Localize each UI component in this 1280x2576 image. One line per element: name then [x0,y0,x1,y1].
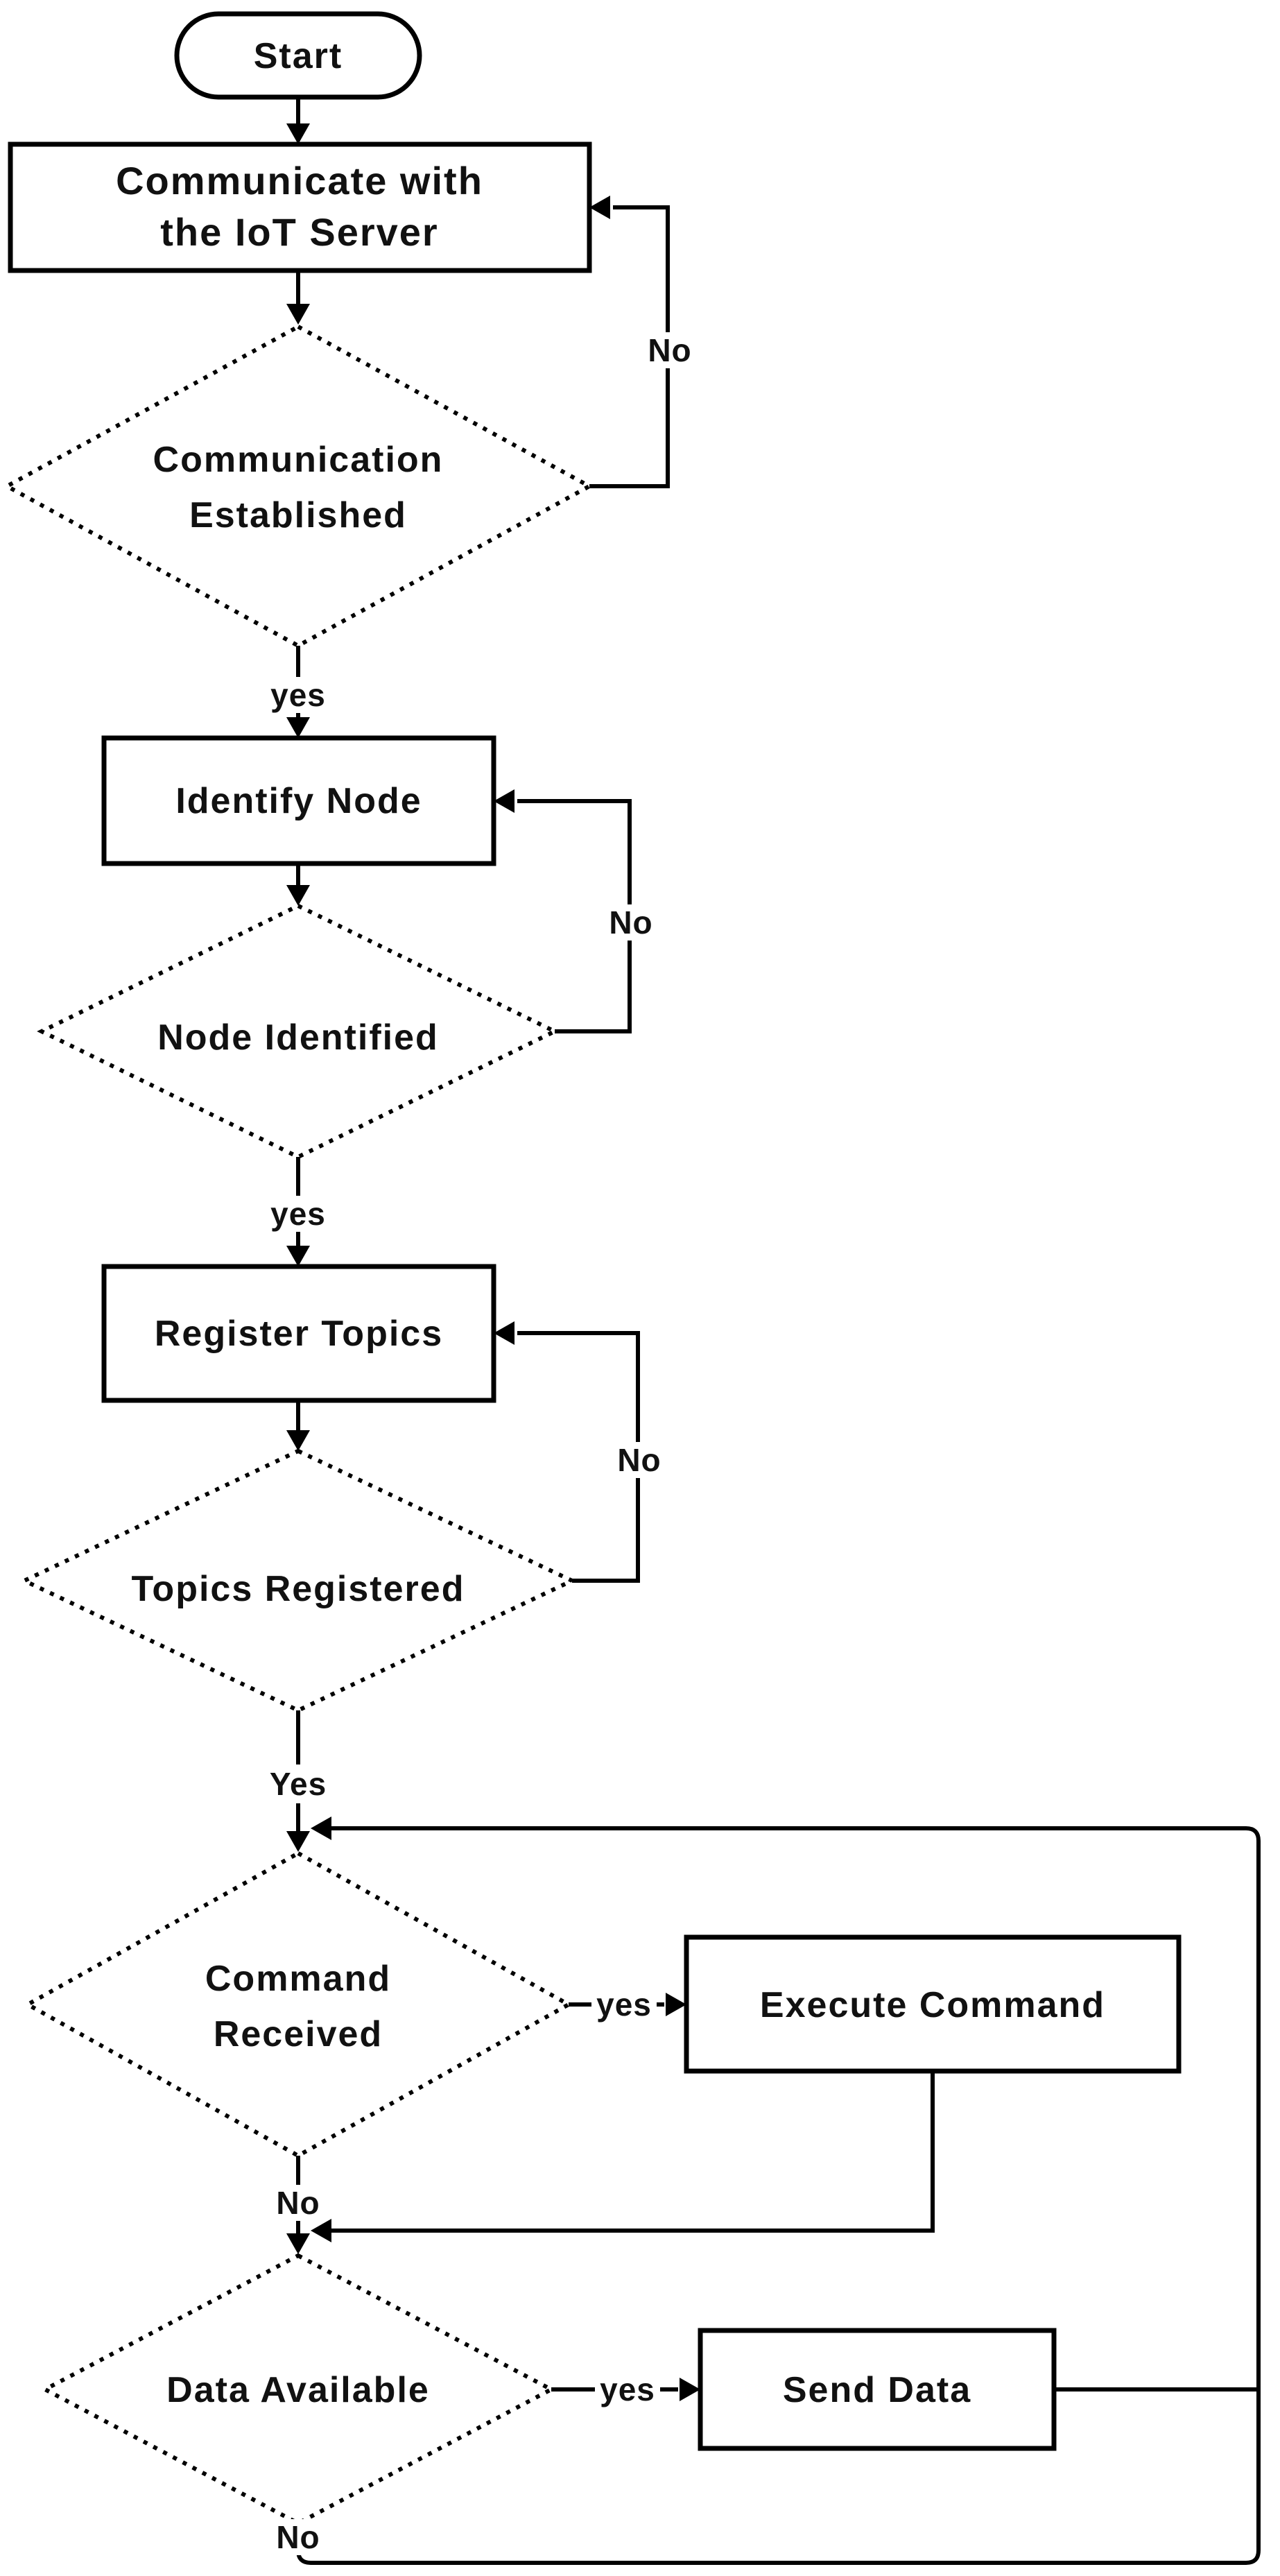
edge-label-comm-yes: yes [270,677,326,713]
arrow-into-register-icon [286,1246,310,1266]
arrow-into-send-data-icon [680,2378,700,2401]
data-available-label: Data Available [166,2370,430,2410]
topics-registered-label: Topics Registered [132,1569,465,1609]
comm-established-label-line1: Communication [153,440,444,480]
communicate-label-line2: the IoT Server [160,210,438,254]
decision-communication-established-shape [2,324,594,649]
arrow-loop-into-junction-icon [311,1817,331,1840]
process-register-topics-shape [101,1264,496,1403]
process-execute-command-shape [684,1934,1182,2074]
process-communicate-shape [8,141,592,273]
decision-data-available-shape [40,2253,556,2526]
edge-label-backgrounds [259,332,702,2555]
decision-node-identified-shape [37,903,560,1160]
arrow-into-data-decision-icon [286,2233,310,2254]
label-bg-comm-yes [262,677,334,713]
edge-label-node-no: No [609,904,652,941]
node-shapes [2,11,1182,2526]
execute-command-label: Execute Command [760,1985,1105,2025]
send-data-label: Send Data [783,2370,971,2410]
node-texts: Start Communicate with the IoT Server Co… [116,36,1105,2410]
node-identified-label: Node Identified [157,1017,439,1058]
arrow-into-identify-icon [286,717,310,738]
edge-label-node-yes: yes [270,1196,326,1232]
edge-main-return-loop [296,1826,1261,2565]
edge-label-data-no: No [276,2519,320,2555]
process-identify-node-shape [101,735,496,866]
command-received-label-line2: Received [214,2014,383,2054]
edge-label-data-yes: yes [600,2371,655,2407]
edge-label-command-yes: yes [596,1986,652,2023]
arrow-comm-no-into-rect-icon [589,196,610,219]
communicate-label-line1: Communicate with [116,159,483,203]
label-bg-data-yes [595,2371,660,2407]
edge-label-topics-no: No [617,1442,661,1478]
comm-established-label-line2: Established [189,495,407,535]
arrow-into-topics-decision-icon [286,1430,310,1451]
arrow-into-communicate-icon [286,123,310,144]
start-terminator-shape [174,11,422,100]
label-bg-node-yes [262,1196,334,1232]
label-bg-topics-no [607,1442,671,1478]
label-bg-node-no [599,904,663,941]
label-bg-topics-yes [259,1764,337,1803]
decision-topics-registered-shape [19,1448,578,1713]
edge-execute-return [331,2071,935,2233]
process-send-data-shape [698,2328,1057,2451]
arrow-into-command-decision-icon [286,1831,310,1852]
edge-label-topics-yes: Yes [270,1766,327,1802]
label-bg-comm-no [638,332,702,368]
arrow-node-no-into-rect-icon [494,789,514,813]
edge-labels: No yes No yes No Yes yes No yes No [270,332,691,2555]
decision-command-received-shape [23,1851,573,2158]
arrow-topics-no-into-rect-icon [494,1321,514,1345]
command-received-label-line1: Command [205,1959,391,1999]
arrow-into-comm-decision-icon [286,304,310,325]
arrow-into-node-decision-icon [286,885,310,906]
label-bg-command-no [269,2185,327,2221]
identify-node-label: Identify Node [175,781,422,821]
arrow-execute-into-junction-icon [311,2219,331,2242]
arrow-into-execute-icon [666,1993,686,2016]
edge-label-command-no: No [276,2185,320,2221]
register-topics-label: Register Topics [155,1314,443,1354]
label-bg-data-no [269,2519,327,2555]
edge-label-comm-no: No [648,332,691,368]
label-bg-command-yes [591,1986,657,2023]
start-label: Start [254,36,343,76]
arrowheads [286,123,700,2401]
